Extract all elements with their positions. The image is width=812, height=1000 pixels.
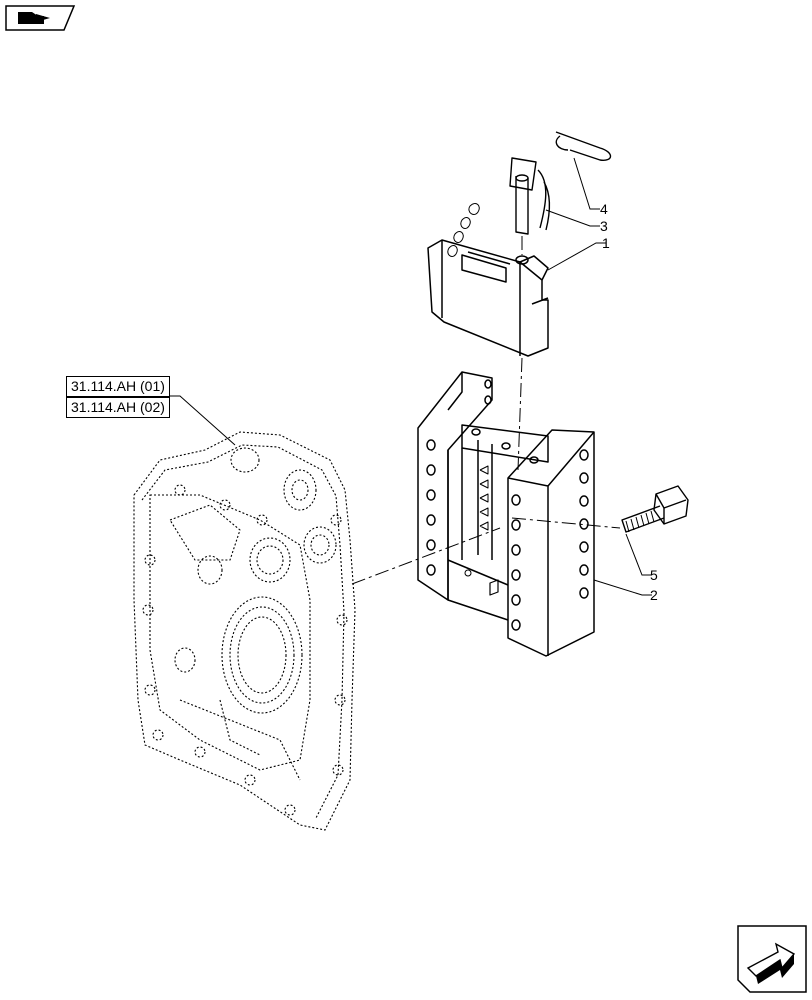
reference-link-2[interactable]: 31.114.AH (02) [66,397,170,418]
callout-1: 1 [602,235,610,251]
callout-leaders [170,157,652,596]
callout-3: 3 [600,218,608,234]
locking-pin [447,157,551,257]
next-page-button[interactable] [736,924,808,994]
top-nav-badge[interactable] [4,4,76,32]
spring-clip [555,131,612,161]
callout-2: 2 [650,587,658,603]
callout-5: 5 [650,567,658,583]
reference-link-1[interactable]: 31.114.AH (01) [66,376,170,397]
bolt [621,485,689,533]
callout-4: 4 [600,201,608,217]
hitch-frame [417,371,595,657]
centre-lines [351,236,621,585]
next-page-arrow-icon [737,925,807,993]
hitch-hook-latch [427,239,549,357]
book-arrow-icon [5,5,76,31]
transmission-housing-phantom [133,431,356,831]
